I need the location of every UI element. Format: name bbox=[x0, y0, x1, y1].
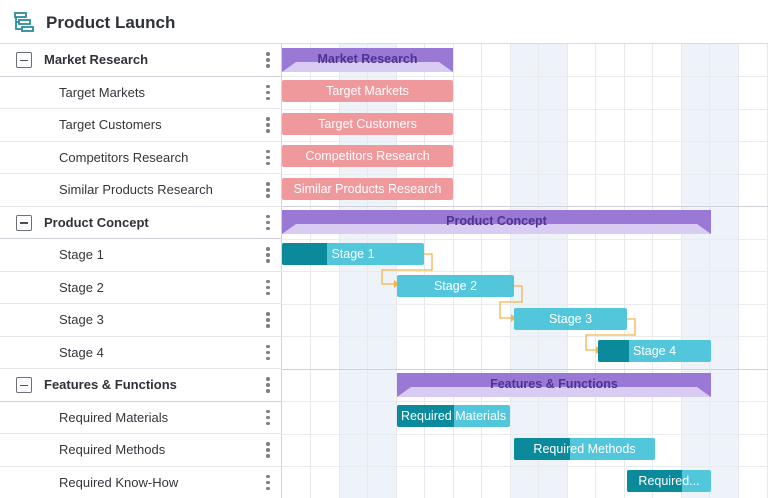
task-label: Stage 1 bbox=[59, 247, 104, 262]
page-title: Product Launch bbox=[46, 13, 176, 32]
gantt-grid: Market Research Target Markets Target Cu… bbox=[0, 44, 768, 498]
bar-label: Required Materials bbox=[401, 409, 506, 423]
task-row-stage-2[interactable]: Stage 2 bbox=[0, 272, 282, 304]
timeline-panel: Market Research Target Markets Target Cu… bbox=[282, 44, 768, 498]
more-vertical-icon[interactable] bbox=[263, 311, 273, 329]
task-label: Competitors Research bbox=[59, 149, 189, 165]
more-vertical-icon[interactable] bbox=[263, 279, 273, 297]
task-bar-required-methods[interactable]: Required Methods bbox=[514, 437, 655, 460]
task-label: Required Methods bbox=[59, 442, 166, 457]
bar-label: Market Research bbox=[317, 52, 418, 66]
task-label: Required Materials bbox=[59, 409, 169, 425]
task-bar-target-customers[interactable]: Target Customers bbox=[282, 112, 453, 135]
bar-label: Features & Functions bbox=[490, 376, 618, 391]
bar-label: Required... bbox=[638, 474, 700, 488]
more-vertical-icon[interactable] bbox=[263, 246, 273, 264]
task-bar-target-markets[interactable]: Target Markets bbox=[282, 80, 453, 102]
summary-bar-features-functions[interactable]: Features & Functions bbox=[397, 372, 711, 397]
task-label: Features & Functions bbox=[44, 377, 177, 392]
task-label: Required Know-How bbox=[59, 474, 179, 490]
task-bar-stage-1[interactable]: Stage 1 bbox=[282, 242, 424, 265]
collapse-toggle-icon[interactable] bbox=[16, 377, 32, 393]
collapse-toggle-icon[interactable] bbox=[16, 52, 32, 68]
bar-label: Product Concept bbox=[446, 214, 547, 228]
more-vertical-icon[interactable] bbox=[263, 51, 273, 69]
more-vertical-icon[interactable] bbox=[263, 116, 273, 134]
task-bar-stage-4[interactable]: Stage 4 bbox=[598, 340, 711, 362]
bar-label: Similar Products Research bbox=[293, 181, 442, 196]
task-row-target-markets[interactable]: Target Markets bbox=[0, 77, 282, 109]
collapse-toggle-icon[interactable] bbox=[16, 214, 32, 231]
task-list-panel: Market Research Target Markets Target Cu… bbox=[0, 44, 282, 498]
more-vertical-icon[interactable] bbox=[263, 441, 273, 459]
task-row-required-methods[interactable]: Required Methods bbox=[0, 434, 282, 467]
task-label: Stage 4 bbox=[59, 344, 104, 360]
summary-bar-market-research[interactable]: Market Research bbox=[282, 48, 453, 72]
task-row-stage-4[interactable]: Stage 4 bbox=[0, 337, 282, 369]
task-label: Market Research bbox=[44, 52, 149, 67]
bar-label: Target Markets bbox=[326, 84, 409, 98]
task-row-stage-3[interactable]: Stage 3 bbox=[0, 304, 282, 337]
more-vertical-icon[interactable] bbox=[263, 376, 273, 394]
task-label: Similar Products Research bbox=[59, 182, 213, 197]
more-vertical-icon[interactable] bbox=[263, 409, 273, 427]
bar-label: Stage 3 bbox=[548, 311, 593, 326]
task-label: Stage 2 bbox=[59, 279, 104, 295]
task-row-features-functions[interactable]: Features & Functions bbox=[0, 369, 282, 402]
task-row-similar-products-research[interactable]: Similar Products Research bbox=[0, 174, 282, 207]
more-vertical-icon[interactable] bbox=[263, 84, 273, 102]
task-row-required-materials[interactable]: Required Materials bbox=[0, 402, 282, 434]
bar-label: Stage 2 bbox=[433, 279, 478, 293]
more-vertical-icon[interactable] bbox=[263, 344, 273, 362]
task-label: Product Concept bbox=[44, 214, 149, 230]
bar-label: Stage 4 bbox=[632, 344, 677, 358]
bar-label: Required Methods bbox=[533, 441, 636, 456]
bar-label: Competitors Research bbox=[305, 149, 430, 163]
more-vertical-icon[interactable] bbox=[263, 181, 273, 199]
task-bar-competitors-research[interactable]: Competitors Research bbox=[282, 145, 453, 167]
task-label: Target Markets bbox=[59, 84, 145, 100]
task-bar-stage-3[interactable]: Stage 3 bbox=[514, 307, 627, 330]
task-label: Target Customers bbox=[59, 117, 162, 132]
task-row-market-research[interactable]: Market Research bbox=[0, 44, 282, 77]
task-row-competitors-research[interactable]: Competitors Research bbox=[0, 142, 282, 174]
more-vertical-icon[interactable] bbox=[263, 214, 273, 232]
summary-bar-product-concept[interactable]: Product Concept bbox=[282, 210, 711, 234]
task-row-product-concept[interactable]: Product Concept bbox=[0, 207, 282, 239]
task-row-required-know-how[interactable]: Required Know-How bbox=[0, 467, 282, 498]
task-bar-similar-products-research[interactable]: Similar Products Research bbox=[282, 177, 453, 200]
task-row-stage-1[interactable]: Stage 1 bbox=[0, 239, 282, 272]
task-bar-required-materials[interactable]: Required Materials bbox=[397, 405, 510, 427]
task-bar-stage-2[interactable]: Stage 2 bbox=[397, 275, 514, 297]
bar-label: Target Customers bbox=[318, 116, 417, 131]
task-label: Stage 3 bbox=[59, 312, 104, 327]
gantt-chart-icon bbox=[14, 12, 34, 32]
more-vertical-icon[interactable] bbox=[263, 474, 273, 492]
task-row-target-customers[interactable]: Target Customers bbox=[0, 109, 282, 142]
task-bar-required-know-how[interactable]: Required... bbox=[627, 470, 711, 492]
more-vertical-icon[interactable] bbox=[263, 149, 273, 167]
chart-header: Product Launch bbox=[0, 0, 768, 44]
bar-label: Stage 1 bbox=[331, 246, 375, 261]
